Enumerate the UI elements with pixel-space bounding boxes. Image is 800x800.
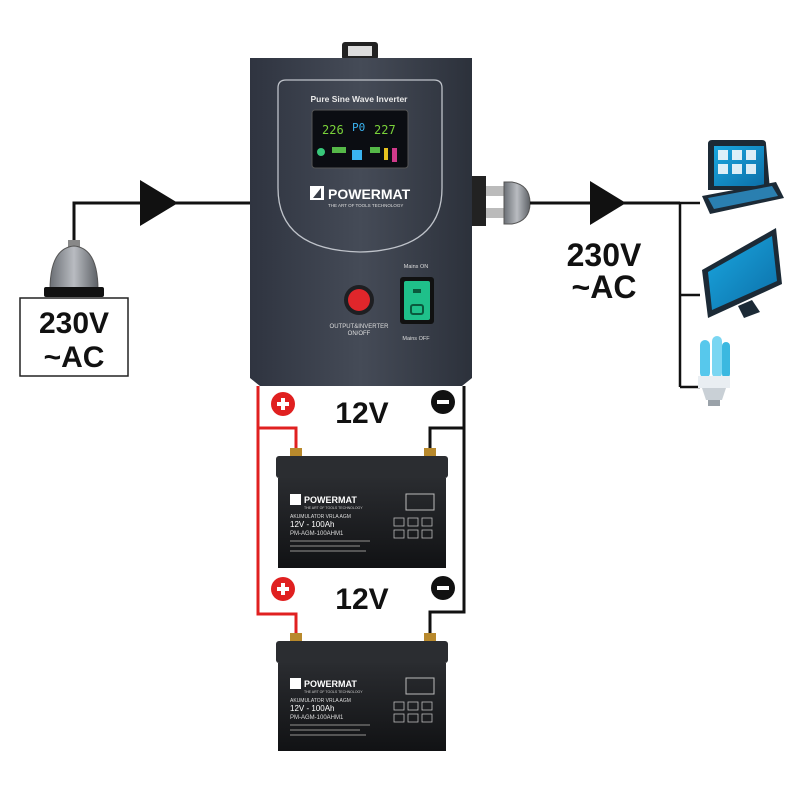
laptop-icon: [702, 140, 784, 214]
input-voltage-line2: ~AC: [44, 341, 105, 374]
battery-2-tagline: THE ART OF TOOLS TECHNOLOGY: [304, 690, 363, 694]
battery-1-voltage-label: 12V: [335, 397, 388, 430]
battery-2-brand: POWERMAT: [304, 679, 357, 689]
battery-1: POWERMAT THE ART OF TOOLS TECHNOLOGY AKU…: [276, 448, 448, 568]
lcd-display: 226 P0 227: [311, 109, 409, 169]
battery-2-voltage-label: 12V: [335, 583, 388, 616]
display-input-value: 226: [322, 123, 344, 137]
minus-icon: [431, 390, 455, 414]
battery-2-model: PM-AGM-100AHM1: [290, 715, 344, 721]
negative-wire: [428, 386, 466, 636]
battery-2: POWERMAT THE ART OF TOOLS TECHNOLOGY AKU…: [276, 633, 448, 751]
positive-wire: [256, 386, 298, 636]
plus-icon: [271, 392, 295, 416]
input-voltage-box: [19, 297, 129, 377]
battery-2-type: AKUMULATOR VRLA AGM: [290, 698, 351, 704]
plug-icon: [44, 240, 104, 297]
output-socket: [472, 176, 531, 226]
button-label-1: OUTPUT&INVERTER: [330, 324, 390, 330]
arrow-icon: [140, 180, 178, 226]
arrow-icon: [590, 181, 626, 225]
bulb-icon: [698, 336, 730, 406]
battery-1-rating: 12V - 100Ah: [290, 520, 334, 529]
mains-off-label: Mains OFF: [402, 336, 430, 342]
battery-1-tagline: THE ART OF TOOLS TECHNOLOGY: [304, 506, 363, 510]
battery-1-type: AKUMULATOR VRLA AGM: [290, 514, 351, 520]
battery-1-brand: POWERMAT: [304, 495, 357, 505]
input-wire: [72, 201, 250, 246]
minus-icon: [431, 576, 455, 600]
output-voltage-line1: 230V: [567, 237, 642, 273]
input-voltage-line1: 230V: [39, 307, 109, 340]
inverter-logo: POWERMAT THE ART OF TOOLS TECHNOLOGY: [310, 186, 411, 208]
inverter-unit: Pure Sine Wave Inverter 226 P0 227 POWER…: [250, 42, 472, 386]
mains-on-label: Mains ON: [404, 264, 428, 270]
output-voltage-line2: ~AC: [572, 269, 637, 305]
button-label-2: ON/OFF: [348, 331, 371, 337]
plus-icon: [271, 577, 295, 601]
battery-2-rating: 12V - 100Ah: [290, 704, 334, 713]
battery-1-model: PM-AGM-100AHM1: [290, 531, 344, 537]
display-mode: P0: [352, 121, 365, 134]
monitor-icon: [702, 228, 782, 318]
inverter-title: Pure Sine Wave Inverter: [310, 94, 408, 104]
display-output-value: 227: [374, 123, 396, 137]
inverter-tagline: THE ART OF TOOLS TECHNOLOGY: [328, 203, 403, 208]
inverter-brand: POWERMAT: [328, 186, 411, 202]
